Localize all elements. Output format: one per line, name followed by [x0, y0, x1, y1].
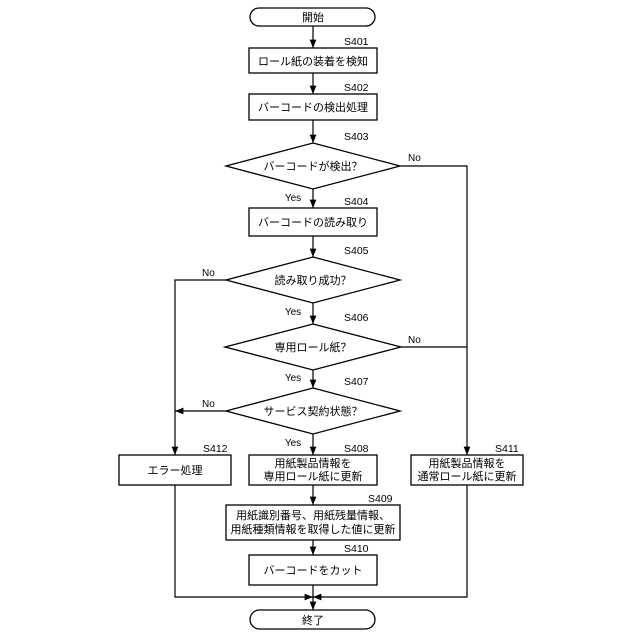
s404-step: S404	[344, 196, 369, 208]
end-label: 終了	[302, 613, 324, 627]
s412-step: S412	[203, 443, 228, 455]
s405-step: S405	[344, 245, 369, 257]
decision-s403: バーコードが検出？ S403 Yes No	[226, 131, 421, 204]
s408-line1: 用紙製品情報を	[275, 456, 352, 470]
s407-step: S407	[344, 376, 369, 388]
start-label: 開始	[302, 10, 324, 24]
decision-s406: 専用ロール紙？ S406 Yes No	[225, 312, 421, 384]
s402-step: S402	[344, 82, 369, 94]
s407-label: サービス契約状態？	[264, 404, 363, 418]
arrow-s405-no	[175, 280, 226, 455]
s401-step: S401	[344, 36, 369, 48]
s409-step: S409	[368, 493, 393, 505]
s405-no: No	[202, 268, 215, 279]
s406-label: 専用ロール紙？	[275, 340, 352, 354]
decision-s405: 読み取り成功？ S405 Yes No	[202, 245, 400, 318]
decision-s407: サービス契約状態？ S407 Yes No	[202, 376, 400, 449]
s411-step: S411	[495, 443, 519, 455]
s405-yes: Yes	[285, 307, 301, 318]
s408-line2: 専用ロール紙に更新	[264, 469, 363, 483]
s404-label: バーコードの読み取り	[258, 215, 368, 229]
s407-yes: Yes	[285, 438, 301, 449]
arrow-s403-no	[400, 166, 467, 455]
s401-label: ロール紙の装着を検知	[258, 54, 368, 68]
s409-line1: 用紙識別番号、用紙残量情報、	[236, 508, 390, 522]
s405-label: 読み取り成功？	[275, 273, 352, 287]
start-terminal: 開始	[250, 8, 375, 26]
s403-label: バーコードが検出？	[264, 159, 363, 173]
s403-no: No	[408, 153, 421, 164]
s403-yes: Yes	[285, 193, 301, 204]
s411-line1: 用紙製品情報を	[429, 456, 506, 470]
s402-label: バーコードの検出処理	[258, 100, 368, 114]
s409-line2: 用紙種類情報を取得した値に更新	[231, 522, 396, 536]
s407-no: No	[202, 399, 215, 410]
s406-yes: Yes	[285, 373, 301, 384]
s411-line2: 通常ロール紙に更新	[418, 469, 517, 483]
s412-label: エラー処理	[148, 464, 203, 477]
s406-step: S406	[344, 312, 369, 324]
end-terminal: 終了	[250, 610, 375, 629]
s410-label: バーコードをカット	[264, 564, 363, 577]
s406-no: No	[408, 335, 421, 346]
s408-step: S408	[344, 443, 369, 455]
s410-step: S410	[344, 543, 369, 555]
s403-step: S403	[344, 131, 369, 143]
